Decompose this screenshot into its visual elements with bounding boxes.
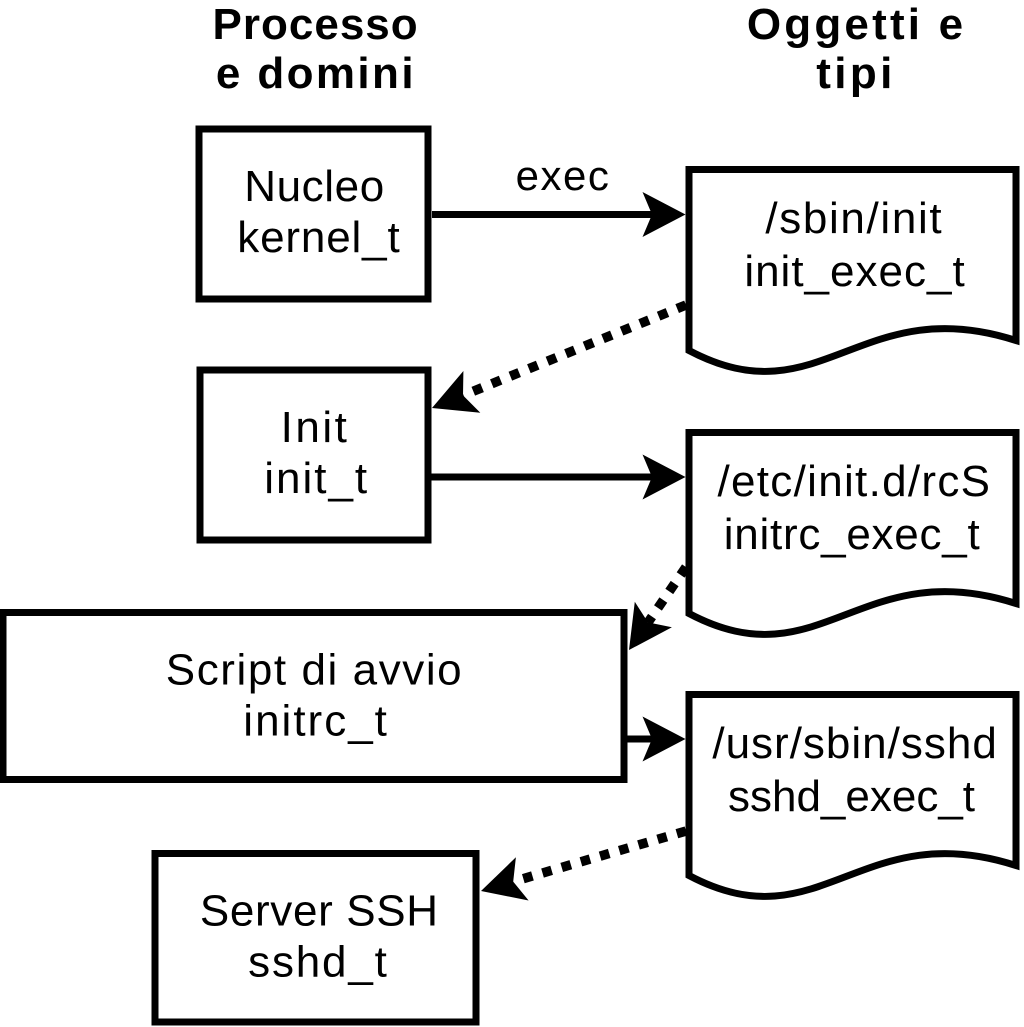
svg-text:Oggetti e: Oggetti e [747,0,966,49]
svg-text:init_t: init_t [264,454,369,503]
svg-text:Server SSH: Server SSH [200,887,439,936]
svg-text:initrc_t: initrc_t [243,697,389,746]
svg-text:Script di avvio: Script di avvio [166,646,463,695]
svg-text:init_exec_t: init_exec_t [744,247,965,296]
svg-text:/sbin/init: /sbin/init [765,194,943,243]
svg-text:kernel_t: kernel_t [237,213,400,262]
svg-text:/usr/sbin/sshd: /usr/sbin/sshd [712,719,997,768]
svg-text:Processo: Processo [213,0,419,49]
svg-text:tipi: tipi [816,49,896,98]
svg-text:Init: Init [281,403,350,452]
svg-text:e domini: e domini [216,49,416,98]
svg-text:sshd_t: sshd_t [248,938,388,987]
svg-text:sshd_exec_t: sshd_exec_t [728,772,975,821]
svg-text:/etc/init.d/rcS: /etc/init.d/rcS [717,457,991,506]
svg-text:exec: exec [516,152,611,199]
svg-text:initrc_exec_t: initrc_exec_t [724,510,981,559]
svg-text:Nucleo: Nucleo [244,162,385,211]
